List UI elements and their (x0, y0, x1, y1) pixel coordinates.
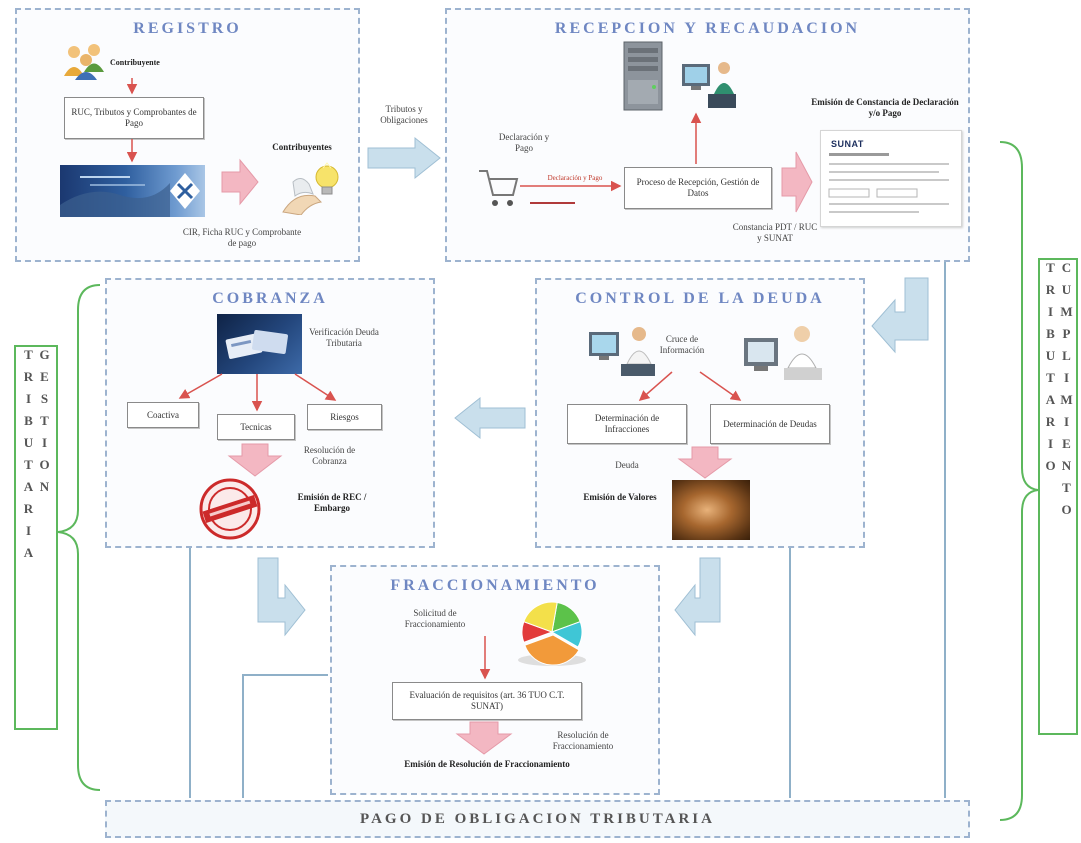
determinacion-deudas-box: Determinación de Deudas (710, 404, 830, 444)
ruc-tributos-box: RUC, Tributos y Comprobantes de Pago (64, 97, 204, 139)
server-icon (622, 40, 664, 112)
tecnicas-box: Tecnicas (217, 414, 295, 440)
left-brace (57, 284, 101, 791)
control-deuda-title: CONTROL DE LA DEUDA (575, 290, 825, 307)
riesgos-box: Riesgos (307, 404, 382, 430)
pie-chart-icon (504, 598, 599, 668)
cart-icon (477, 165, 519, 210)
pago-obligacion-bar: PAGO DE OBLIGACION TRIBUTARIA (105, 800, 970, 838)
web-screenshot-image (60, 165, 205, 217)
emision-valores-label: Emisión de Valores (583, 492, 657, 502)
computer-user-icon (587, 320, 659, 378)
emision-rec-embargo-label: Emisión de REC / Embargo (297, 492, 367, 513)
control-deuda-panel: CONTROL DE LA DEUDA Cruce de Información (535, 278, 865, 548)
recepcion-panel: RECEPCION Y RECAUDACION Declaración y Pa (445, 8, 970, 262)
emision-resolucion-fraccionamiento-label: Emisión de Resolución de Fraccionamiento (404, 759, 570, 769)
verificacion-deuda-label: Verificación Deuda Tributaria (309, 327, 379, 348)
coactiva-box: Coactiva (127, 402, 199, 428)
tributos-obligaciones-label: Tributos y Obligaciones (380, 104, 428, 125)
declaracion-pago-arrow-label: Declaración y Pago (547, 174, 603, 182)
sunat-logo: SUNAT (831, 139, 864, 149)
brown-texture-image (672, 480, 750, 540)
stamp-icon (199, 478, 261, 540)
control-to-cobranza-arrow (454, 396, 526, 440)
emision-constancia-label: Emisión de Constancia de Declaración y/o… (811, 97, 959, 118)
cards-image (217, 314, 302, 374)
lightbulb-icon (279, 160, 349, 215)
cobranza-title: COBRANZA (212, 290, 328, 307)
contribuyentes-label: Contribuyentes (272, 142, 332, 152)
contribuyente-label: Contribuyente (110, 58, 160, 67)
fraccionamiento-title: FRACCIONAMIENTO (390, 577, 600, 594)
gestion-tributaria-label: GESTION TRIBUTARIA (21, 347, 52, 567)
cobranza-panel: COBRANZA Verificación Deuda Tributaria C… (105, 278, 435, 548)
solicitud-fraccionamiento-label: Solicitud de Fraccionamiento (404, 608, 466, 629)
document-icon: SUNAT (820, 130, 962, 227)
gestion-tributaria-label-box: GESTION TRIBUTARIA (14, 345, 58, 730)
fraccionamiento-to-pago-line (242, 674, 328, 798)
determinacion-infracciones-box: Determinación de Infracciones (567, 404, 687, 444)
declaracion-pago-label: Declaración y Pago (498, 132, 550, 153)
fraccionamiento-panel: FRACCIONAMIENTO Solicitud de Fraccionami… (330, 565, 660, 795)
resolucion-cobranza-label: Resolución de Cobranza (303, 445, 356, 466)
registro-panel: REGISTRO Contribuyente RUC, Tributos y C… (15, 8, 360, 262)
cumplimiento-tributario-label-box: CUMPLIMIENTO TRIBUTARIO (1038, 258, 1078, 735)
deuda-label: Deuda (615, 460, 639, 470)
cruce-informacion-label: Cruce de Información (659, 334, 705, 355)
resolucion-fraccionamiento-label: Resolución de Fraccionamiento (552, 730, 614, 751)
registro-title: REGISTRO (133, 20, 242, 37)
computer-user-icon (740, 320, 825, 382)
computer-user-icon (680, 54, 740, 112)
proceso-recepcion-box: Proceso de Recepción, Gestión de Datos (624, 167, 772, 209)
registro-to-recepcion-arrow (367, 136, 441, 180)
recepcion-to-control-arrow (871, 277, 929, 354)
cobranza-to-fraccionamiento-arrow (257, 557, 306, 637)
registro-output-label: CIR, Ficha RUC y Comprobante de pago (182, 227, 302, 248)
people-icon (62, 42, 108, 80)
cumplimiento-tributario-label: CUMPLIMIENTO TRIBUTARIO (1043, 260, 1074, 524)
recepcion-title: RECEPCION Y RECAUDACION (554, 20, 861, 37)
right-brace (999, 141, 1039, 821)
recepcion-output-label: Constancia PDT / RUC y SUNAT (732, 222, 818, 243)
evaluacion-requisitos-box: Evaluación de requisitos (art. 36 TUO C.… (392, 682, 582, 720)
control-to-fraccionamiento-arrow (674, 557, 721, 637)
